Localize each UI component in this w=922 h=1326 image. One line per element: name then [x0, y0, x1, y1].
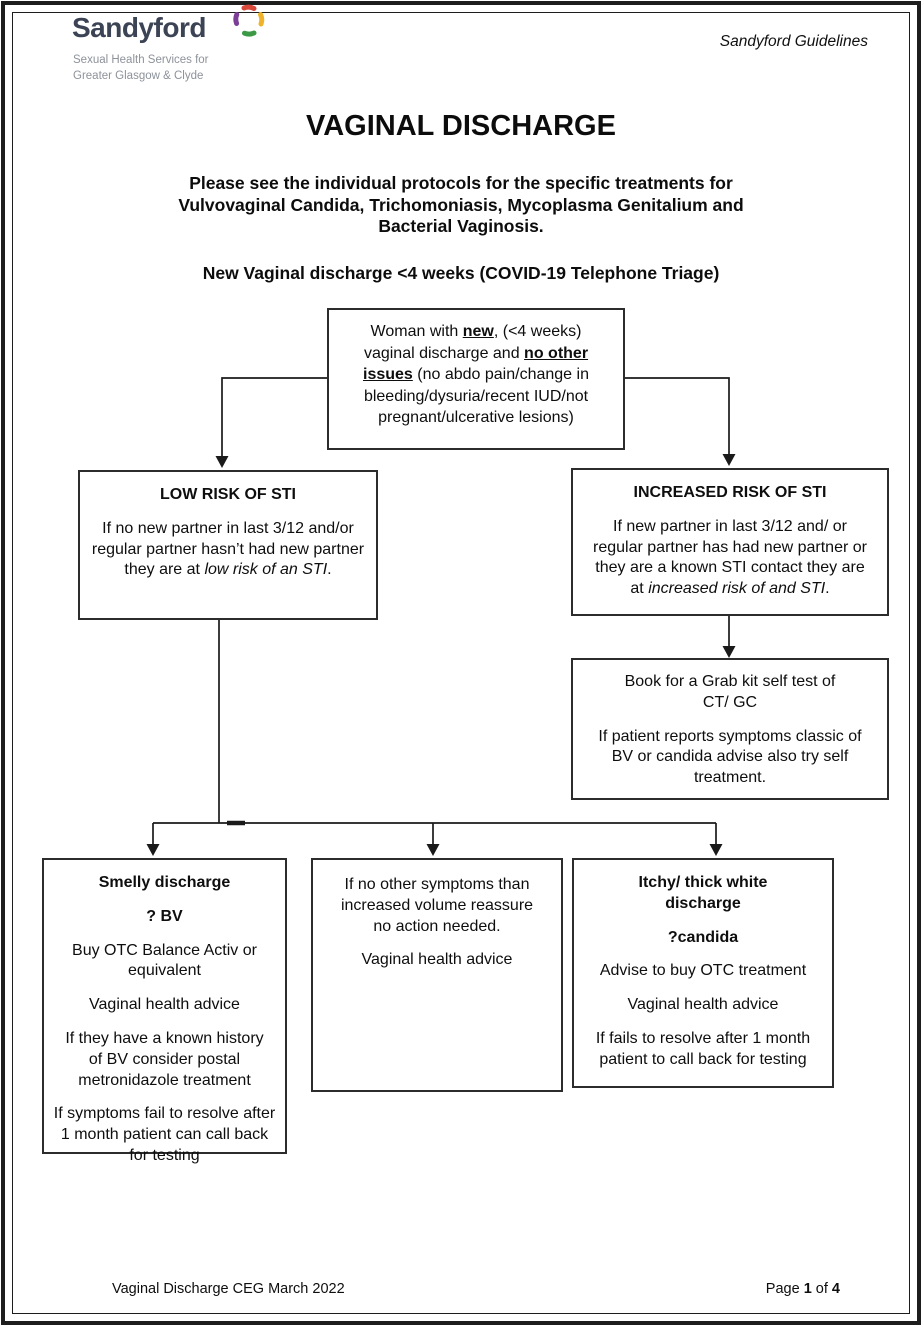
page-number-current: 1 [803, 1281, 812, 1297]
intro-line-2: Vulvovaginal Candida, Trichomoniasis, My… [178, 194, 744, 215]
intro-paragraph: Please see the individual protocols for … [0, 173, 922, 238]
itchy-heading: Itchy/ thick white discharge [638, 874, 768, 912]
itchy-para3: If fails to resolve after 1 month patien… [595, 1029, 811, 1068]
flowchart-box-reassure: If no other symptoms than increased volu… [311, 858, 563, 1092]
low-risk-body: If no new partner in last 3/12 and/or re… [91, 519, 365, 579]
flowchart-box-low-risk: LOW RISK OF STI If no new partner in las… [78, 470, 378, 620]
itchy-para2: Vaginal health advice [627, 996, 779, 1014]
page-number-total: 4 [831, 1281, 840, 1297]
arrowhead-smelly [146, 844, 160, 856]
low-risk-heading: LOW RISK OF STI [160, 486, 296, 503]
arrowhead-low-risk [215, 456, 229, 468]
page-title: VAGINAL DISCHARGE [306, 110, 616, 142]
logo-tagline-line2: Greater Glasgow & Clyde [73, 70, 204, 83]
grab-kit-para1: Book for a Grab kit self test of CT/ GC [624, 673, 836, 711]
arrowhead-itchy [709, 844, 723, 856]
footer-document-reference: Vaginal Discharge CEG March 2022 [112, 1281, 345, 1297]
increased-risk-italic-phrase: increased risk of and STI [648, 580, 826, 598]
sandyford-logo-wordmark: Sandyford [72, 12, 206, 43]
root-text-new-emphasis: new [462, 323, 494, 340]
reassure-para1: If no other symptoms than increased volu… [340, 876, 534, 935]
reassure-para2: Vaginal health advice [361, 951, 513, 969]
footer-page-number: Page 1 of 4 [765, 1281, 840, 1297]
root-text: Woman with [370, 323, 463, 340]
smelly-para4: If symptoms fail to resolve after 1 mont… [53, 1105, 276, 1164]
increased-risk-heading: INCREASED RISK OF STI [633, 484, 827, 501]
smelly-heading: Smelly discharge [98, 874, 231, 891]
smelly-para3: If they have a known history of BV consi… [65, 1029, 264, 1089]
guidelines-label: Sandyford Guidelines [719, 33, 868, 50]
intro-line-1: Please see the individual protocols for … [189, 173, 733, 193]
section-subtitle: New Vaginal discharge <4 weeks (COVID-19… [202, 263, 720, 283]
arrowhead-increased-risk [722, 454, 736, 466]
flowchart-box-smelly-discharge: Smelly discharge ? BV Buy OTC Balance Ac… [42, 858, 287, 1164]
increased-risk-body: If new partner in last 3/12 and/ or regu… [593, 517, 867, 598]
flowchart-box-root: Woman with new, (<4 weeks) vaginal disch… [327, 308, 625, 450]
root-text: (no abdo pain/change in bleeding/dysuria… [363, 366, 589, 427]
sandyford-logo-mark-icon [231, 3, 267, 39]
flowchart-box-increased-risk: INCREASED RISK OF STI If new partner in … [571, 468, 889, 616]
logo-tagline: Sexual Health Services for Greater Glasg… [73, 52, 209, 84]
grab-kit-para2: If patient reports symptoms classic of B… [598, 727, 862, 787]
itchy-candida-heading: ?candida [667, 928, 739, 946]
itchy-para1: Advise to buy OTC treatment [599, 962, 807, 980]
connector-root-to-increased-risk [625, 377, 730, 455]
root-text-no-other-issues-emphasis: no other issues [363, 344, 589, 384]
arrowhead-reassure [426, 844, 440, 856]
smelly-para2: Vaginal health advice [89, 996, 240, 1014]
flowchart-box-itchy-discharge: Itchy/ thick white discharge ?candida Ad… [572, 858, 834, 1088]
logo-tagline-line1: Sexual Health Services for [73, 54, 209, 66]
flowchart-box-grab-kit: Book for a Grab kit self test of CT/ GC … [571, 658, 889, 800]
connector-root-to-low-risk [221, 377, 327, 457]
intro-line-3: Bacterial Vaginosis. [378, 216, 544, 236]
arrowhead-grabkit [722, 646, 736, 658]
smelly-bv-heading: ? BV [146, 907, 183, 925]
smelly-para1: Buy OTC Balance Activ or equivalent [72, 941, 257, 980]
low-risk-italic-phrase: low risk of an STI [204, 561, 328, 579]
root-text: , (<4 weeks) vaginal discharge and [363, 323, 582, 362]
